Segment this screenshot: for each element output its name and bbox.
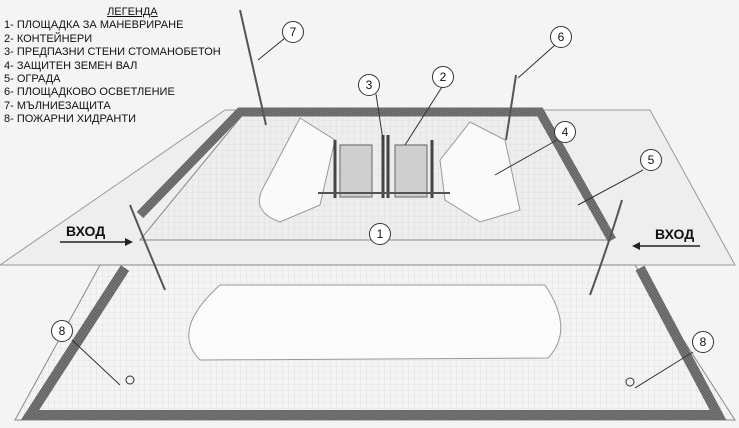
fence-lower xyxy=(20,265,727,420)
callout-1: 1 xyxy=(369,223,391,245)
hydrant-right xyxy=(625,377,635,387)
callout-7: 7 xyxy=(282,21,304,43)
legend-item: 8- ПОЖАРНИ ХИДРАНТИ xyxy=(4,113,136,126)
callout-6: 6 xyxy=(550,26,572,48)
callout-4: 4 xyxy=(554,121,576,143)
earth-berm-left xyxy=(258,117,336,223)
legend-item: 6- ПЛОЩАДКОВО ОСВЕТЛЕНИЕ xyxy=(4,86,175,99)
legend-item: 4- ЗАЩИТЕН ЗЕМЕН ВАЛ xyxy=(4,59,138,72)
entrance-label-left: ВХОД xyxy=(66,223,106,239)
protective-walls xyxy=(333,135,434,198)
earth-berm-lower xyxy=(188,284,562,361)
container-left xyxy=(339,144,373,198)
legend-title: ЛЕГЕНДА xyxy=(107,6,158,18)
light-pole xyxy=(505,74,517,141)
legend-item: 7- МЪЛНИЕЗАЩИТА xyxy=(4,99,111,112)
callout-3: 3 xyxy=(358,74,380,96)
callout-8-left: 8 xyxy=(51,320,73,342)
container-right xyxy=(394,144,428,198)
gate-right xyxy=(589,199,623,296)
legend-item: 5- ОГРАДА xyxy=(4,73,61,86)
callout-8-right: 8 xyxy=(692,331,714,353)
entrance-label-right: ВХОД xyxy=(655,226,695,242)
fence-upper xyxy=(136,107,616,243)
earth-berm-right xyxy=(439,121,521,223)
callout-5: 5 xyxy=(640,149,662,171)
legend-item: 2- КОНТЕЙНЕРИ xyxy=(4,32,93,45)
gate-left xyxy=(129,204,166,291)
legend-item: 3- ПРЕДПАЗНИ СТЕНИ СТОМАНОБЕТОН xyxy=(4,46,221,59)
legend-item: 1- ПЛОЩАДКА ЗА МАНЕВРИРАНЕ xyxy=(4,19,184,32)
legend: ЛЕГЕНДА 1- ПЛОЩАДКА ЗА МАНЕВРИРАНЕ 2- КО… xyxy=(4,6,221,127)
hydrant-left xyxy=(125,375,135,385)
lightning-rod xyxy=(239,9,267,126)
callout-2: 2 xyxy=(432,66,454,88)
